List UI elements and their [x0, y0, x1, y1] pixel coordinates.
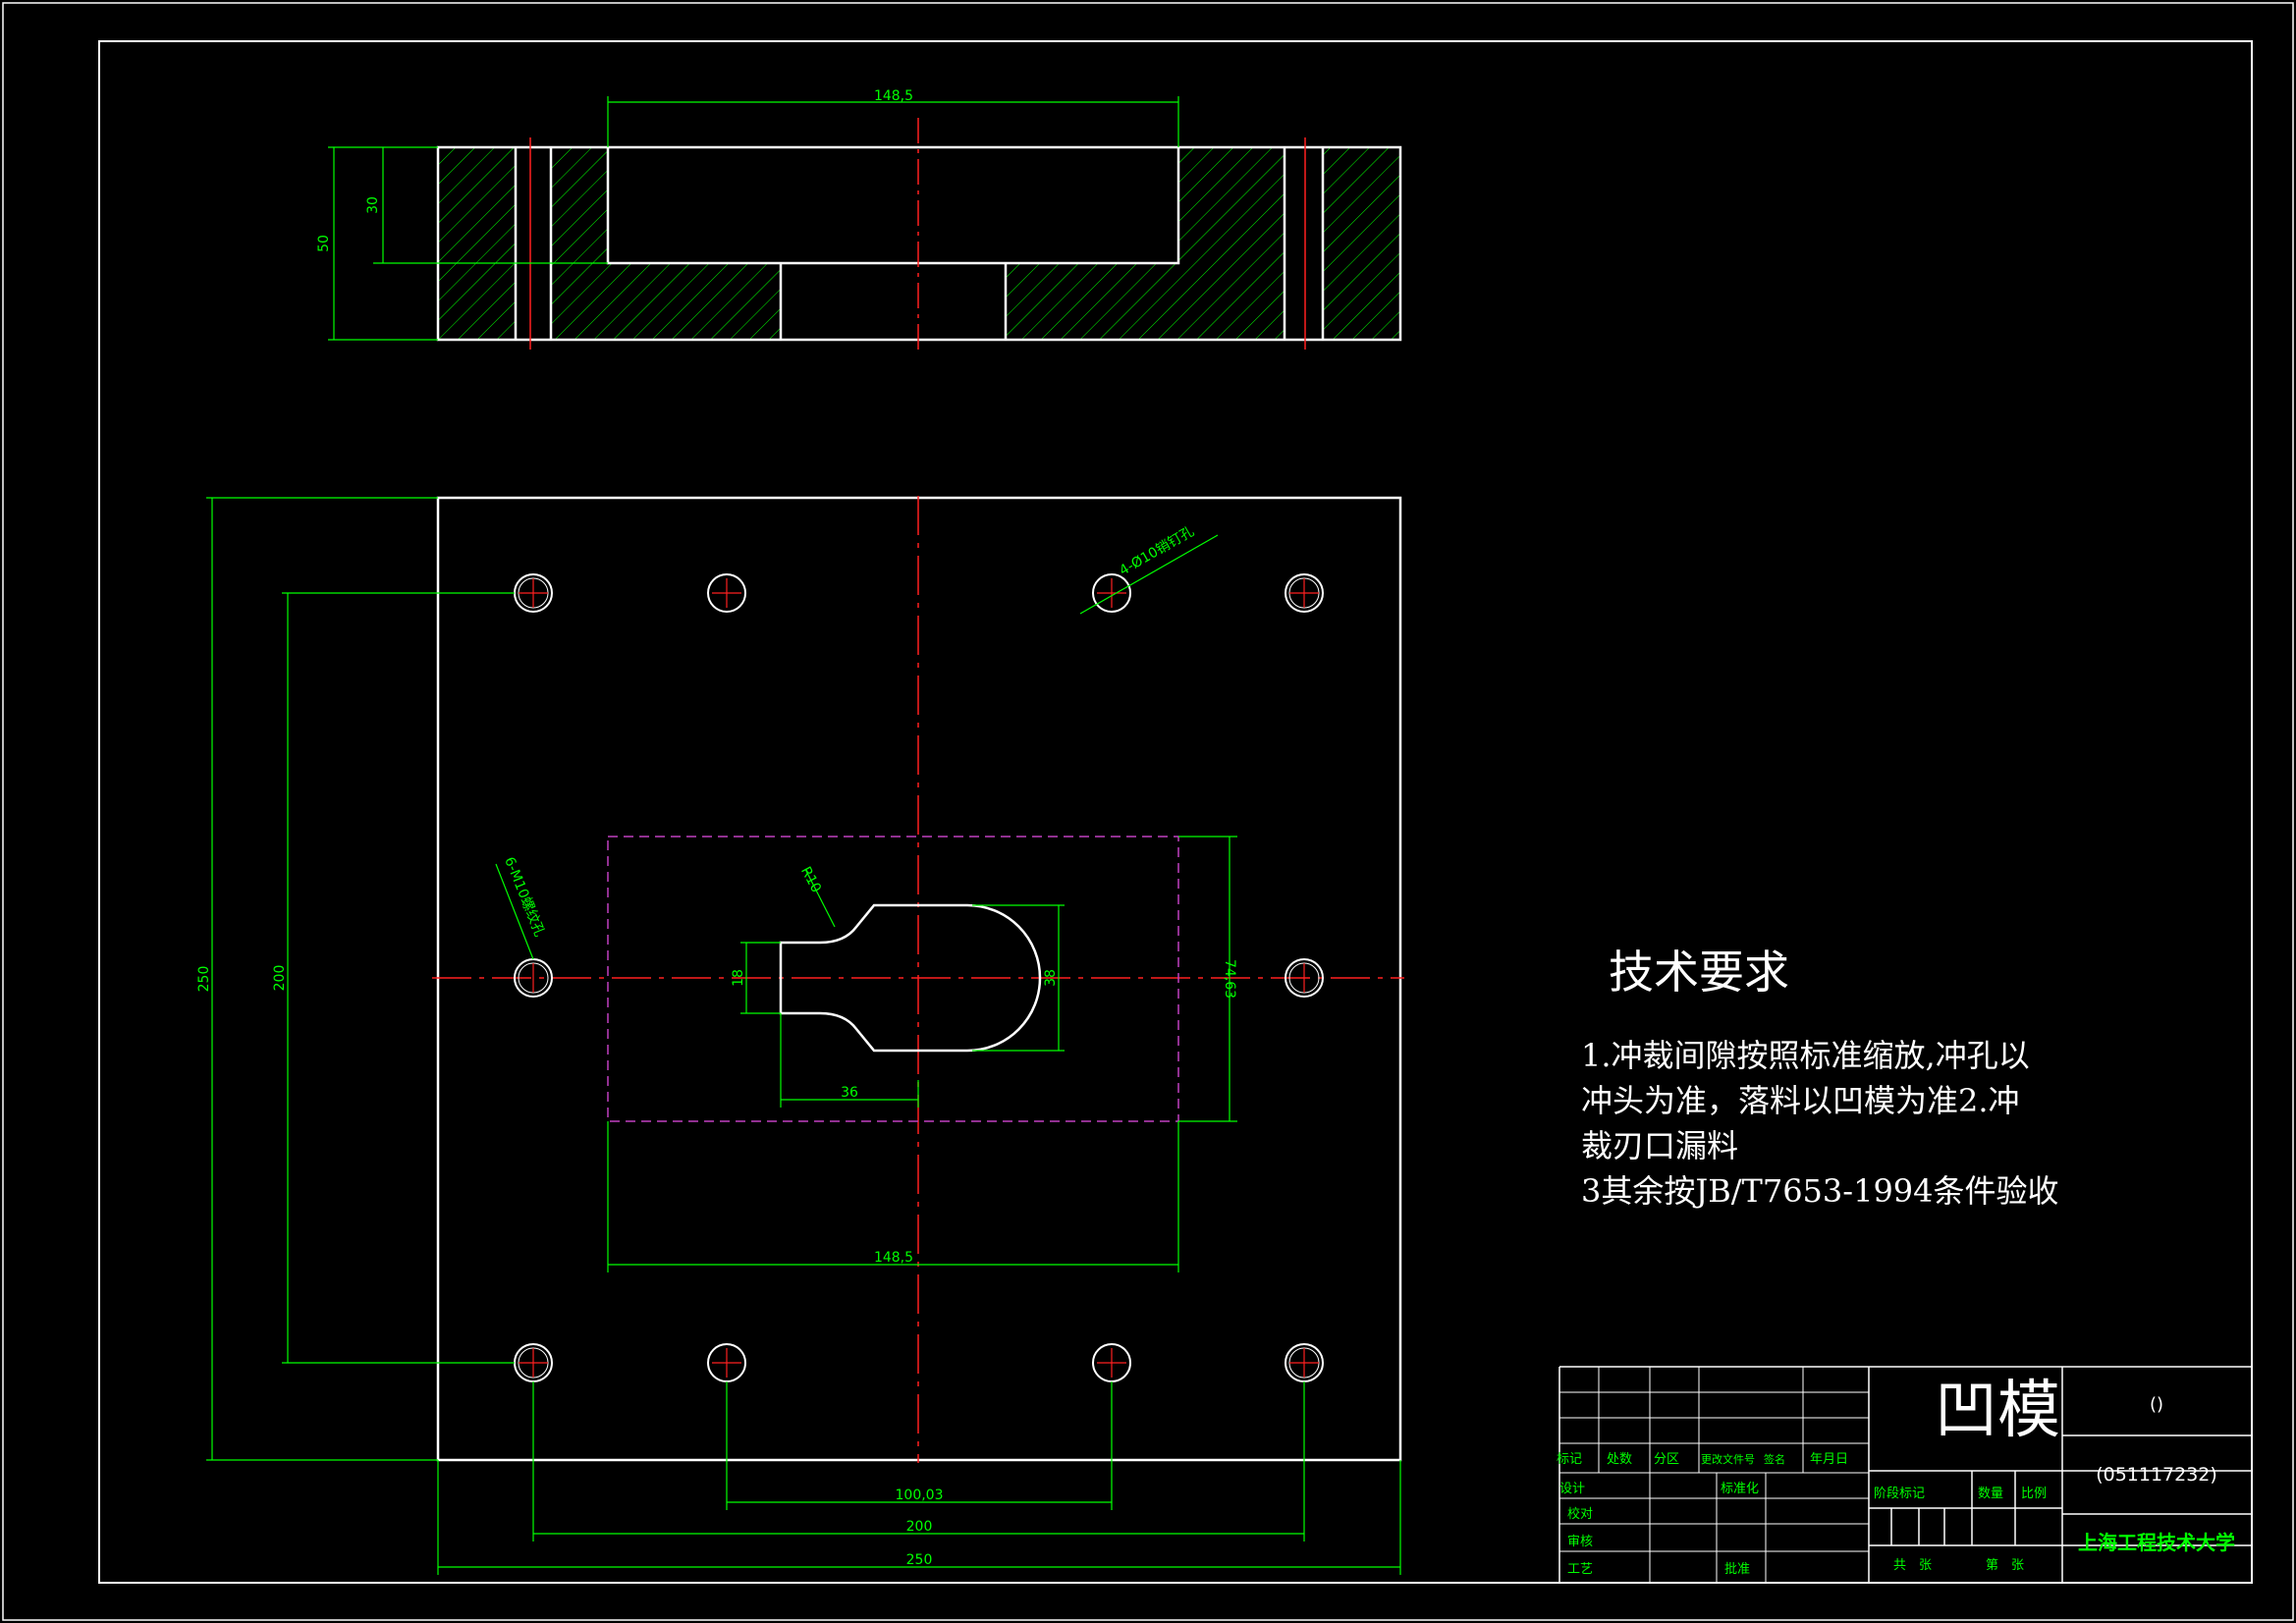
- drawing-code: (051117232): [2096, 1464, 2217, 1486]
- dim-bottom-mid: 200: [906, 1519, 933, 1535]
- dim-pocket-width: 148,5: [874, 1250, 913, 1266]
- tb-stage: 阶段标记: [1874, 1487, 1925, 1501]
- tb-total: 共 张: [1893, 1558, 1932, 1573]
- tb-design: 设计: [1559, 1482, 1585, 1496]
- dim-slot-depth: 36: [841, 1085, 858, 1101]
- die-cavity: [779, 903, 1042, 1053]
- dim-cavity-height: 38: [1043, 969, 1059, 987]
- screw-hole: [1285, 958, 1324, 998]
- title-block: 标记 处数 分区 更改文件号 签名 年月日 设计 标准化 校对 审核 工艺 批准…: [1557, 1366, 2252, 1583]
- tb-count: 处数: [1607, 1452, 1632, 1467]
- hatch-left-lower: [608, 263, 781, 340]
- tb-check: 校对: [1567, 1506, 1593, 1522]
- tb-review: 审核: [1567, 1535, 1593, 1549]
- dim-top-depth: 30: [365, 196, 381, 214]
- hatch-left: [438, 147, 516, 340]
- tb-approve: 批准: [1724, 1562, 1750, 1577]
- dim-bottom-outer: 250: [906, 1552, 933, 1568]
- tb-zone: 分区: [1654, 1452, 1679, 1467]
- dim-slot-width: 18: [731, 969, 746, 987]
- tb-doc: 更改文件号: [1701, 1452, 1755, 1466]
- tb-sheet: 第 张: [1986, 1558, 2024, 1573]
- dim-bottom-inner: 100,03: [896, 1488, 944, 1503]
- tb-qty: 数量: [1978, 1487, 2003, 1501]
- section-view: [436, 118, 1402, 353]
- tb-mark: 标记: [1557, 1452, 1582, 1467]
- plan-dim-texts: 250 200 148,5 74,63 18 38 36 R10 100,03 …: [196, 523, 1237, 1568]
- tech-line-4: 3其余按JB/T7653-1994条件验收: [1581, 1172, 2059, 1210]
- school-name: 上海工程技术大学: [2078, 1531, 2235, 1554]
- tech-requirements: 技术要求 1.冲裁间隙按照标准缩放,冲孔以 冲头为准，落料以凹模为准2.冲 裁刃…: [1581, 946, 2059, 1210]
- tech-line-3: 裁刃口漏料: [1581, 1127, 1738, 1164]
- plan-view: [432, 496, 1404, 1463]
- dim-pocket-height: 74,63: [1222, 959, 1237, 999]
- drawing-code-top: (): [2150, 1394, 2163, 1415]
- part-name: 凹模: [1935, 1375, 2060, 1447]
- tb-std: 标准化: [1721, 1482, 1759, 1496]
- dim-top-height: 50: [316, 235, 332, 252]
- pocket-outline: [607, 836, 1179, 1122]
- dim-top-width: 148,5: [874, 88, 913, 104]
- pin-hole-note: 4-Ø10销钉孔: [1117, 523, 1196, 578]
- tb-process: 工艺: [1567, 1562, 1593, 1577]
- pin-hole: [707, 573, 746, 613]
- dim-outer-height: 250: [196, 966, 212, 993]
- hatch-right-inner: [1178, 147, 1285, 340]
- pin-hole: [1092, 573, 1131, 613]
- section-dims: 148,5 30 50: [316, 88, 1179, 341]
- plan-dims: [206, 497, 1401, 1575]
- tb-scale: 比例: [2021, 1487, 2047, 1501]
- tech-title: 技术要求: [1609, 946, 1789, 999]
- screw-hole-note: 6-M10螺纹孔: [501, 855, 547, 940]
- tech-line-2: 冲头为准，落料以凹模为准2.冲: [1581, 1082, 2020, 1119]
- tb-date: 年月日: [1810, 1452, 1848, 1467]
- tech-line-1: 1.冲裁间隙按照标准缩放,冲孔以: [1581, 1037, 2030, 1074]
- inner-border: [98, 40, 2253, 1584]
- hatch-right: [1323, 147, 1400, 340]
- dim-hole-pitch: 200: [272, 965, 288, 992]
- pin-hole: [1285, 573, 1324, 613]
- tb-sign: 签名: [1764, 1452, 1785, 1466]
- hatch-right-lower: [1006, 263, 1178, 340]
- hatch-left-inner: [551, 147, 608, 340]
- dim-radius: R10: [797, 864, 824, 895]
